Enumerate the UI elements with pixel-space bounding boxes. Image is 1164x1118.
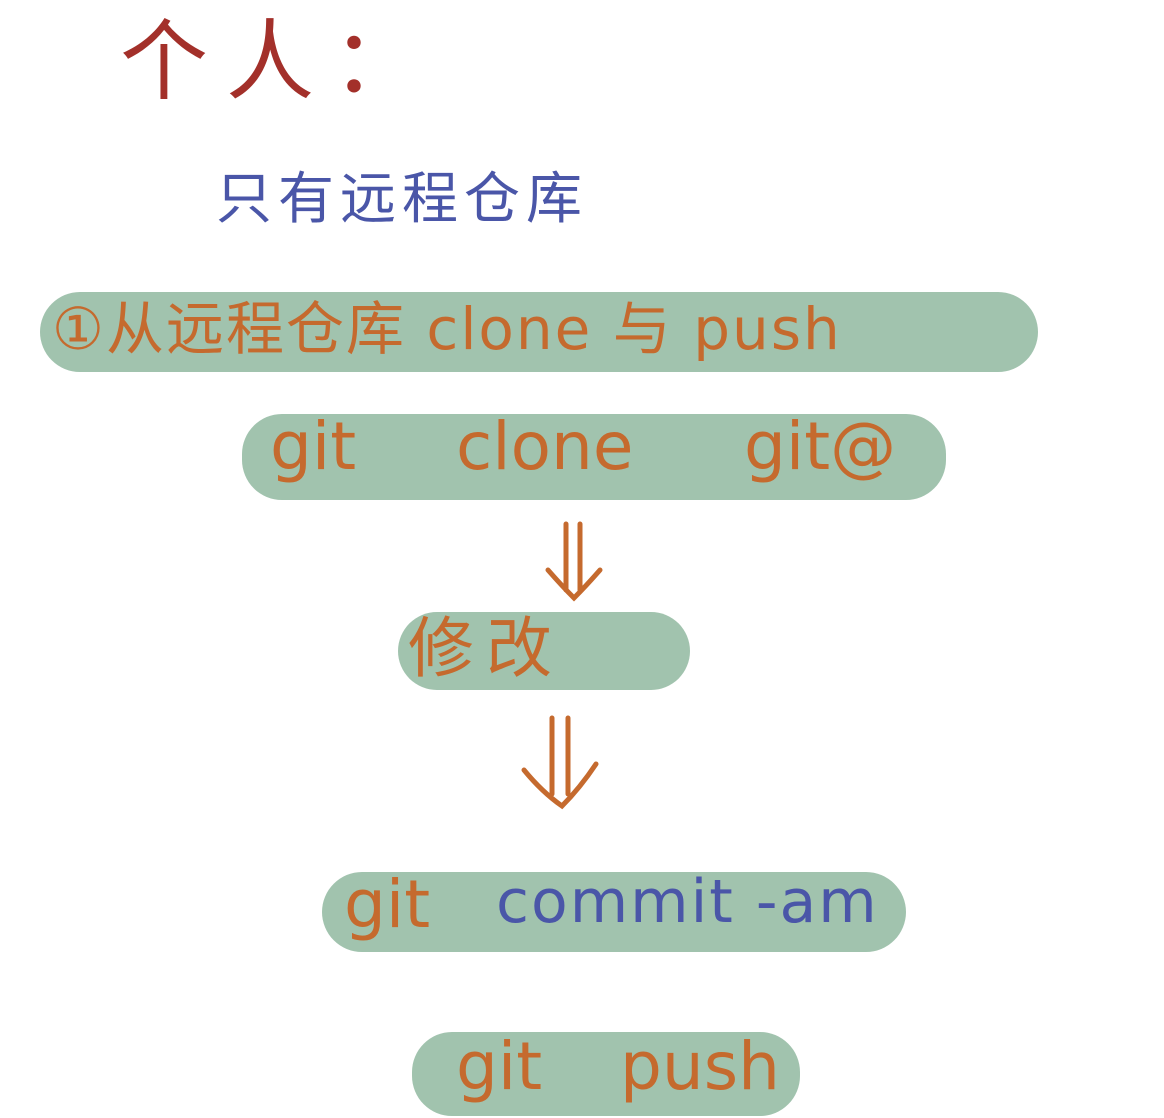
step1-highlight [40,292,1038,372]
clone-command-git: git [270,408,357,485]
double-down-arrow-icon [521,715,599,810]
commit-highlight [322,872,906,952]
commit-command-git: git [344,866,431,943]
step1-label: ①从远程仓库 clone 与 push [52,295,842,363]
clone-command-url: git@ [744,408,897,485]
modify-highlight [398,612,690,690]
clone-command-arg: clone [456,408,634,485]
diagram-heading: 个人： [120,10,439,113]
diagram-subheading: 只有远程仓库 [216,167,588,232]
double-down-arrow-icon [545,521,603,602]
commit-command-arg: commit -am [496,867,879,937]
push-highlight [412,1032,800,1116]
push-command-arg: push [620,1028,780,1105]
push-command-git: git [456,1028,543,1105]
modify-label: 修改 [408,610,564,687]
clone-highlight [242,414,946,500]
